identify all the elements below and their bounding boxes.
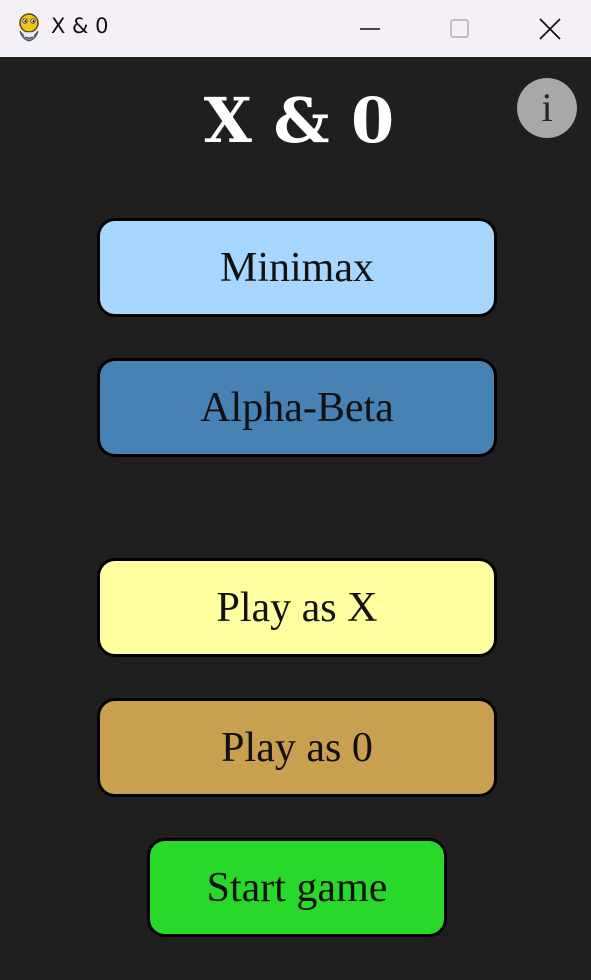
game-menu: X & 0 i Minimax Alpha-Beta Play as X Pla… [0, 57, 591, 980]
info-icon: i [541, 85, 553, 130]
minimax-button[interactable]: Minimax [97, 218, 497, 317]
start-game-button[interactable]: Start game [147, 838, 447, 937]
maximize-icon [450, 18, 469, 38]
minimize-button[interactable] [325, 0, 415, 57]
maximize-button[interactable] [415, 0, 505, 57]
title-bar[interactable]: X & 0 [0, 0, 591, 57]
alpha-beta-button[interactable]: Alpha-Beta [97, 358, 497, 457]
close-button[interactable] [508, 0, 591, 57]
page-title: X & 0 [203, 84, 395, 157]
info-button[interactable]: i [517, 78, 577, 138]
minimize-icon [360, 27, 380, 30]
python-snake-icon [19, 13, 39, 42]
close-icon [538, 17, 561, 40]
window-title: X & 0 [51, 14, 109, 38]
play-as-x-button[interactable]: Play as X [97, 558, 497, 657]
play-as-0-button[interactable]: Play as 0 [97, 698, 497, 797]
